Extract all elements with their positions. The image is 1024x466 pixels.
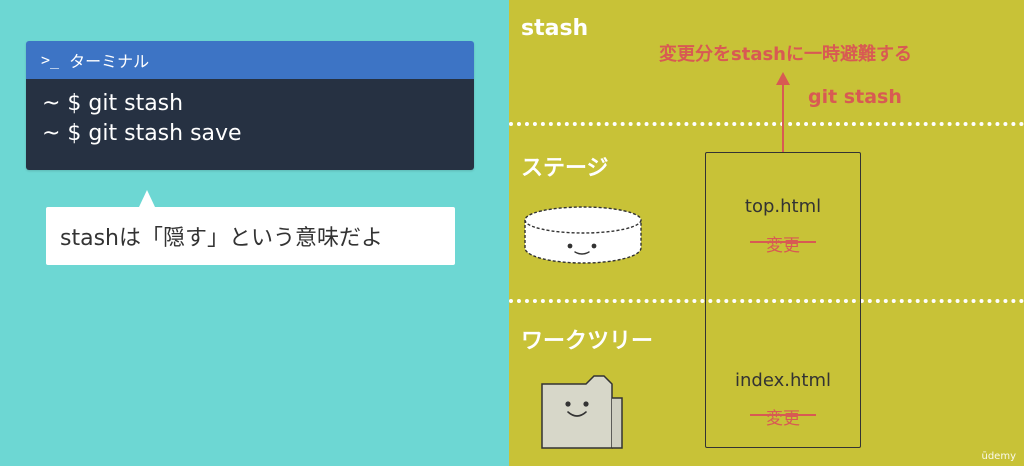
terminal-window: >_ ターミナル ~ $ git stash ~ $ git stash sav… — [26, 41, 474, 170]
file-name: top.html — [744, 196, 822, 217]
file-change: 変更 — [766, 409, 800, 429]
speech-bubble: stashは「隠す」という意味だよ — [46, 207, 455, 265]
arrow-line — [782, 83, 784, 152]
arrow-up-icon — [776, 72, 790, 85]
area-label-stage: ステージ — [521, 156, 609, 181]
separator-stage-worktree — [509, 299, 1024, 303]
terminal-title: ターミナル — [69, 52, 150, 71]
separator-stash-stage — [509, 122, 1024, 126]
udemy-logo: ūdemy — [981, 451, 1017, 462]
terminal-line: ~ $ git stash save — [42, 121, 242, 146]
worktree-folder-icon — [541, 375, 623, 449]
bubble-text: stashは「隠す」という意味だよ — [60, 226, 383, 251]
strike-line — [750, 414, 816, 416]
strike-line — [750, 241, 816, 243]
stage-cylinder-icon — [524, 206, 642, 264]
terminal-body: ~ $ git stash ~ $ git stash save — [26, 79, 474, 170]
terminal-line: ~ $ git stash — [42, 91, 184, 116]
area-label-worktree: ワークツリー — [521, 329, 654, 354]
terminal-header: >_ ターミナル — [26, 41, 474, 79]
terminal-prompt-icon: >_ — [41, 51, 60, 69]
file-name: index.html — [735, 370, 831, 391]
area-label-stash: stash — [521, 16, 589, 41]
bubble-tail — [139, 190, 155, 207]
action-title: 変更分をstashに一時避難する — [659, 44, 912, 65]
file-box — [705, 152, 861, 448]
git-stash-label: git stash — [808, 86, 902, 108]
file-change: 変更 — [766, 236, 800, 256]
